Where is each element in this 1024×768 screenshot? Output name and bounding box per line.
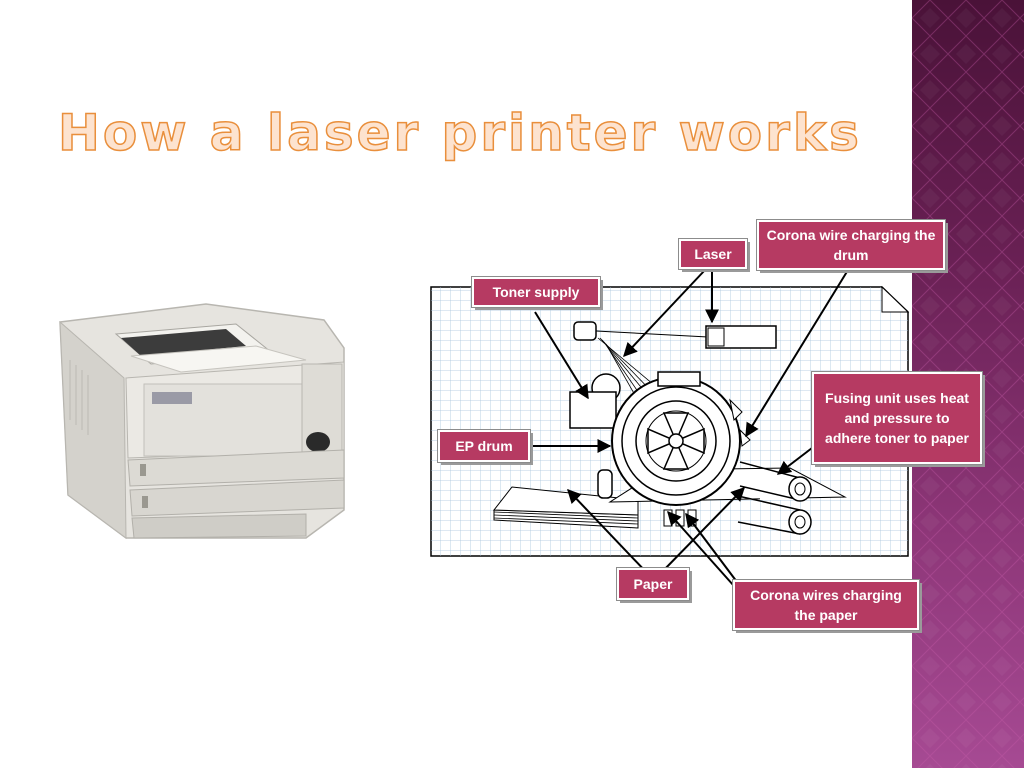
laser-arrow-1 bbox=[623, 269, 706, 358]
paper-stack bbox=[493, 486, 639, 529]
label-fusing-unit: Fusing unit uses heat and pressure to ad… bbox=[811, 371, 983, 465]
paper-arrow-2 bbox=[659, 486, 745, 575]
corona-paper-arrow-2 bbox=[685, 512, 741, 587]
paper-arrow-1 bbox=[567, 488, 649, 575]
label-toner-supply: Toner supply bbox=[471, 276, 601, 308]
laser-printer-image bbox=[59, 303, 345, 540]
laser-unit bbox=[573, 321, 777, 349]
corona-drum-arrow bbox=[745, 269, 849, 438]
fusing-unit bbox=[737, 461, 812, 535]
label-corona-wire-drum: Corona wire charging the drum bbox=[756, 219, 946, 271]
corona-paper-arrow-1 bbox=[667, 510, 735, 587]
label-laser: Laser bbox=[678, 238, 748, 270]
label-ep-drum: EP drum bbox=[437, 429, 531, 463]
label-paper: Paper bbox=[616, 567, 690, 601]
label-corona-wires-paper: Corona wires charging the paper bbox=[732, 579, 920, 631]
ep-drum-assembly bbox=[611, 376, 741, 506]
toner-arrow bbox=[534, 311, 589, 400]
page-title: How a laser printer works bbox=[57, 103, 862, 163]
